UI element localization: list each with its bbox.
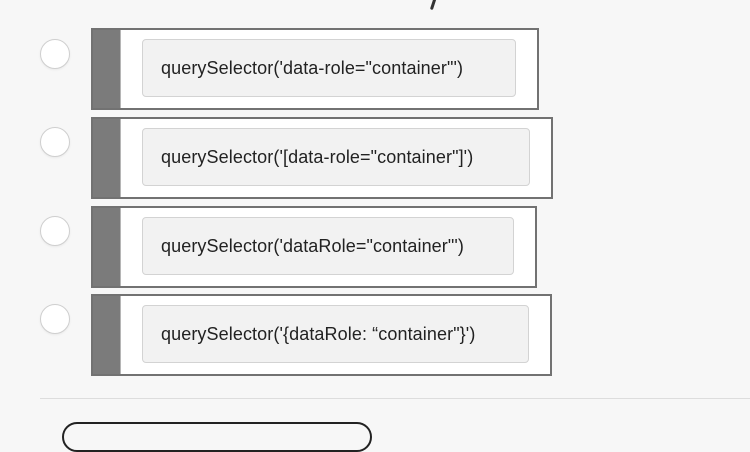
answer-card-option-4[interactable]: querySelector('{dataRole: “container"}') — [91, 294, 552, 376]
radio-button-option-4[interactable] — [40, 304, 70, 334]
code-text: querySelector('dataRole="container"') — [161, 235, 465, 256]
answer-option-4[interactable]: querySelector('{dataRole: “container"}') — [0, 294, 750, 376]
code-text: querySelector('[data-role="container"]') — [161, 146, 474, 167]
card-accent-bar — [93, 296, 120, 374]
radio-button-option-2[interactable] — [40, 127, 70, 157]
code-snippet: querySelector('[data-role="container"]') — [142, 128, 530, 186]
code-snippet: querySelector('data-role="container"') — [142, 39, 516, 97]
question-text-fragment — [429, 0, 438, 11]
answer-card-option-1[interactable]: querySelector('data-role="container"') — [91, 28, 539, 110]
code-text: querySelector('{dataRole: “container"}') — [161, 323, 476, 344]
code-snippet: querySelector('dataRole="container"') — [142, 217, 514, 275]
radio-button-option-1[interactable] — [40, 39, 70, 69]
answer-option-2[interactable]: querySelector('[data-role="container"]') — [0, 117, 750, 199]
code-text: querySelector('data-role="container"') — [161, 57, 464, 78]
answer-card-option-2[interactable]: querySelector('[data-role="container"]') — [91, 117, 553, 199]
submit-button[interactable] — [62, 422, 372, 452]
section-divider — [40, 398, 750, 399]
answer-option-3[interactable]: querySelector('dataRole="container"') — [0, 206, 750, 288]
radio-button-option-3[interactable] — [40, 216, 70, 246]
answer-option-1[interactable]: querySelector('data-role="container"') — [0, 28, 750, 110]
card-accent-bar — [93, 30, 120, 108]
code-snippet: querySelector('{dataRole: “container"}') — [142, 305, 529, 363]
card-accent-bar — [93, 119, 120, 197]
answer-card-option-3[interactable]: querySelector('dataRole="container"') — [91, 206, 537, 288]
card-accent-bar — [93, 208, 120, 286]
